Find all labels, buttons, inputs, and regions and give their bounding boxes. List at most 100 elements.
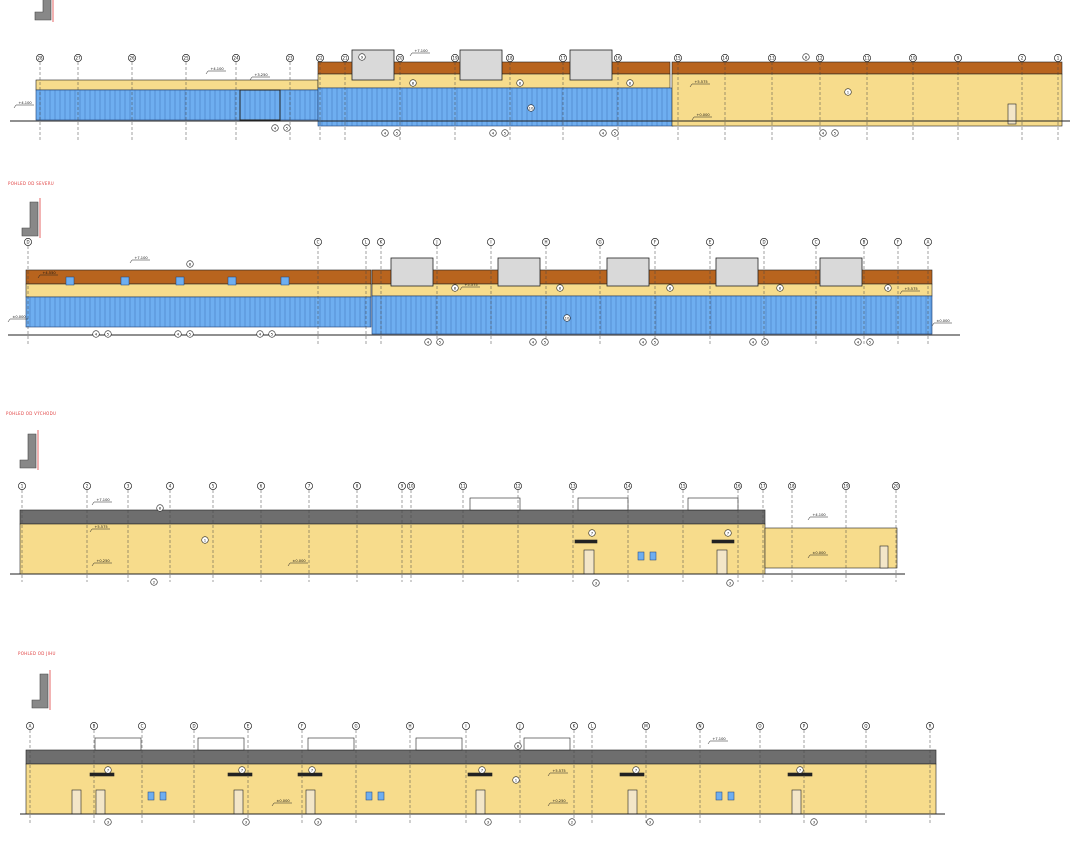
detail-tag-label: 8 — [669, 285, 672, 290]
detail-tag-label: 2 — [571, 819, 574, 824]
detail-tag — [592, 579, 600, 587]
level-mark — [91, 501, 112, 506]
grid-bubble-15 — [674, 54, 682, 62]
detail-tag-label: 8 — [559, 285, 562, 290]
grid-bubble-13 — [768, 54, 776, 62]
grid-bubble-28 — [36, 54, 44, 62]
detail-tag — [819, 129, 827, 137]
detail-tag-label: 3 — [649, 819, 652, 824]
detail-tag-label: 8 — [517, 743, 520, 748]
grid-bubble-B-label: B — [863, 240, 866, 245]
detail-tag — [516, 79, 524, 87]
door — [627, 789, 638, 815]
detail-tag — [104, 818, 112, 826]
grid-bubble-16 — [614, 54, 622, 62]
grid-bubble-L-label: L — [591, 724, 594, 729]
detail-tag — [478, 766, 486, 774]
grid-bubble-M — [642, 722, 650, 730]
grid-bubble-14 — [721, 54, 729, 62]
north-small-window — [227, 276, 237, 286]
detail-tag — [761, 338, 769, 346]
grid-bubble-H-label: H — [544, 240, 547, 245]
detail-tag-label: 1 — [847, 89, 850, 94]
detail-tag-label: 3 — [813, 819, 816, 824]
grid-bubble-E — [244, 722, 252, 730]
south-view-title: POHLED OD JIHU — [18, 651, 56, 656]
detail-tag-label: 5 — [654, 339, 657, 344]
grid-bubble-C — [812, 238, 820, 246]
grid-bubble-I-label: I — [465, 724, 466, 729]
detail-tag — [831, 129, 839, 137]
detail-tag-label: 7 — [311, 767, 314, 772]
detail-tag — [726, 579, 734, 587]
window — [159, 791, 167, 801]
detail-tag — [484, 818, 492, 826]
detail-tag — [854, 338, 862, 346]
grid-bubble-B-label: B — [93, 724, 96, 729]
grid-bubble-11-label: 11 — [460, 484, 466, 489]
detail-tag — [556, 284, 564, 292]
door — [71, 789, 82, 815]
grid-bubble-D — [24, 238, 32, 246]
east-canopy — [711, 539, 735, 544]
level-label: +5.575 — [694, 80, 707, 84]
detail-tag — [529, 338, 537, 346]
detail-tag-label: 3 — [245, 819, 248, 824]
detail-tag — [238, 766, 246, 774]
grid-bubble-22 — [316, 54, 324, 62]
detail-tag — [358, 53, 366, 61]
grid-bubble-G-label: G — [354, 724, 357, 729]
view-direction-symbol — [34, 0, 52, 21]
north-view-title: POHLED OD SEVERU — [8, 181, 55, 186]
detail-tag-label: 4 — [602, 130, 605, 135]
level-mark — [89, 528, 110, 533]
detail-tag-label: 8 — [779, 285, 782, 290]
grid-bubble-C — [138, 722, 146, 730]
detail-tag — [308, 766, 316, 774]
detail-tag — [104, 766, 112, 774]
detail-tag-label: 4 — [857, 339, 860, 344]
detail-tag — [626, 79, 634, 87]
grid-bubble-B — [860, 238, 868, 246]
grid-bubble-F — [894, 238, 902, 246]
south-skylight — [197, 737, 245, 751]
detail-tag — [92, 330, 100, 338]
detail-tag-label: 7 — [591, 530, 594, 535]
level-label: +4.100 — [812, 513, 826, 517]
grid-bubble-2-label: 2 — [1021, 56, 1024, 61]
detail-tag-label: 8 — [519, 80, 522, 85]
grid-bubble-L — [362, 238, 370, 246]
level-mark — [91, 562, 112, 567]
east-skylight — [687, 497, 739, 511]
west-glazing-mid — [317, 87, 674, 127]
grid-bubble-I — [462, 722, 470, 730]
level-label: +5.575 — [464, 283, 477, 287]
detail-tag — [104, 330, 112, 338]
grid-bubble-17-label: 17 — [560, 56, 566, 61]
detail-tag-label: 4 — [259, 331, 262, 336]
south-canopy — [297, 772, 323, 777]
grid-bubble-19-label: 19 — [452, 56, 458, 61]
grid-bubble-I — [487, 238, 495, 246]
grid-bubble-16 — [734, 482, 742, 490]
skylight — [606, 257, 650, 287]
grid-bubble-E — [706, 238, 714, 246]
level-label: +5.575 — [94, 525, 107, 529]
level-mark — [271, 802, 292, 807]
detail-tag-label: 4 — [427, 339, 430, 344]
grid-bubble-O-label: O — [758, 724, 761, 729]
detail-tag-label: 3 — [487, 819, 490, 824]
detail-tag — [283, 124, 291, 132]
north-glazing-left — [25, 296, 372, 328]
grid-bubble-A — [924, 238, 932, 246]
level-label: ±0.000 — [292, 559, 306, 563]
east-canopy — [574, 539, 598, 544]
detail-tag-label: 1 — [204, 537, 207, 542]
grid-bubble-14-label: 14 — [625, 484, 631, 489]
door — [1007, 103, 1017, 125]
grid-bubble-K — [570, 722, 578, 730]
east-wall-low — [764, 527, 898, 569]
grid-bubble-A — [26, 722, 34, 730]
grid-bubble-Q-label: Q — [864, 724, 867, 729]
grid-bubble-O — [756, 722, 764, 730]
